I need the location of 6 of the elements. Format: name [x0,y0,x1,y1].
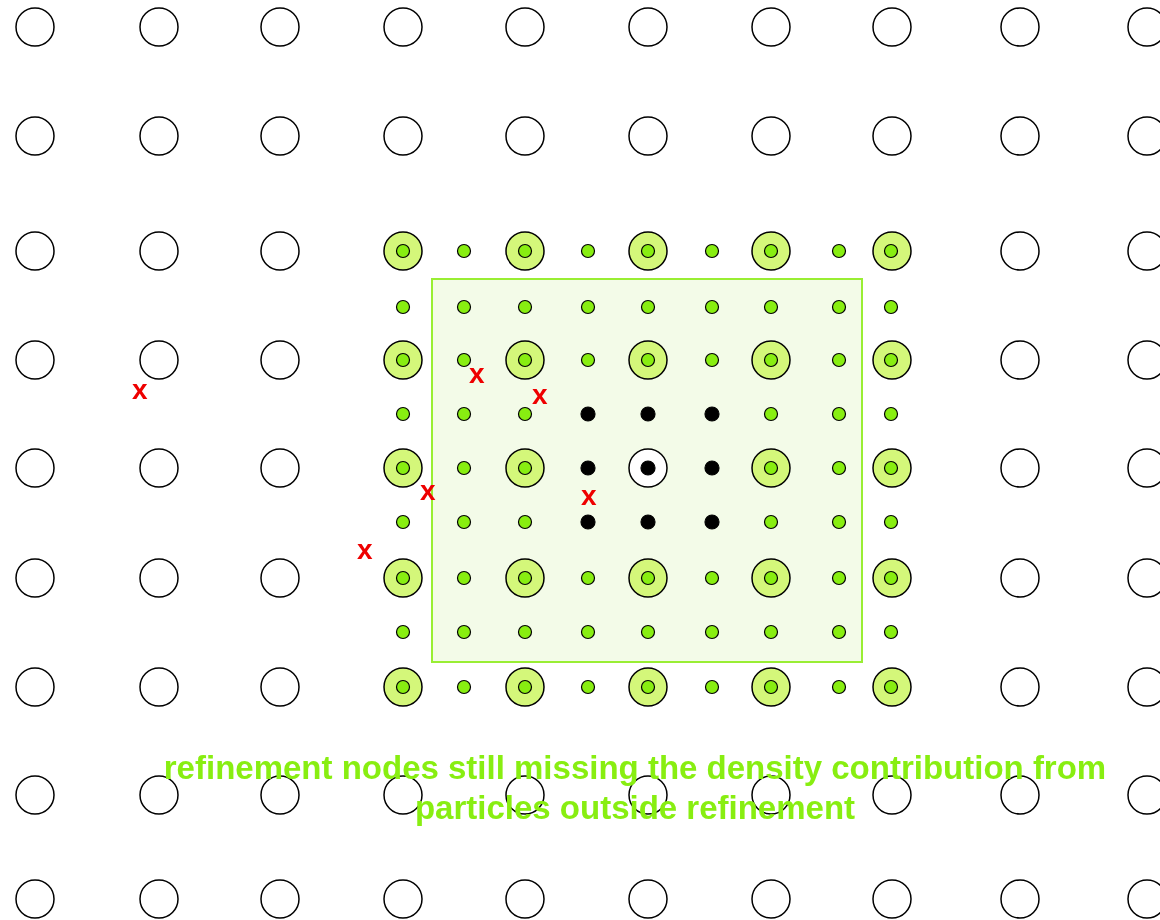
x-marker: x [357,536,373,564]
x-marker: x [132,376,148,404]
x-marker: x [532,381,548,409]
x-marker: x [581,482,597,510]
annotation-text: refinement nodes still missing the density contribution from particles outside refinement [162,748,1108,828]
x-marker: x [469,360,485,388]
